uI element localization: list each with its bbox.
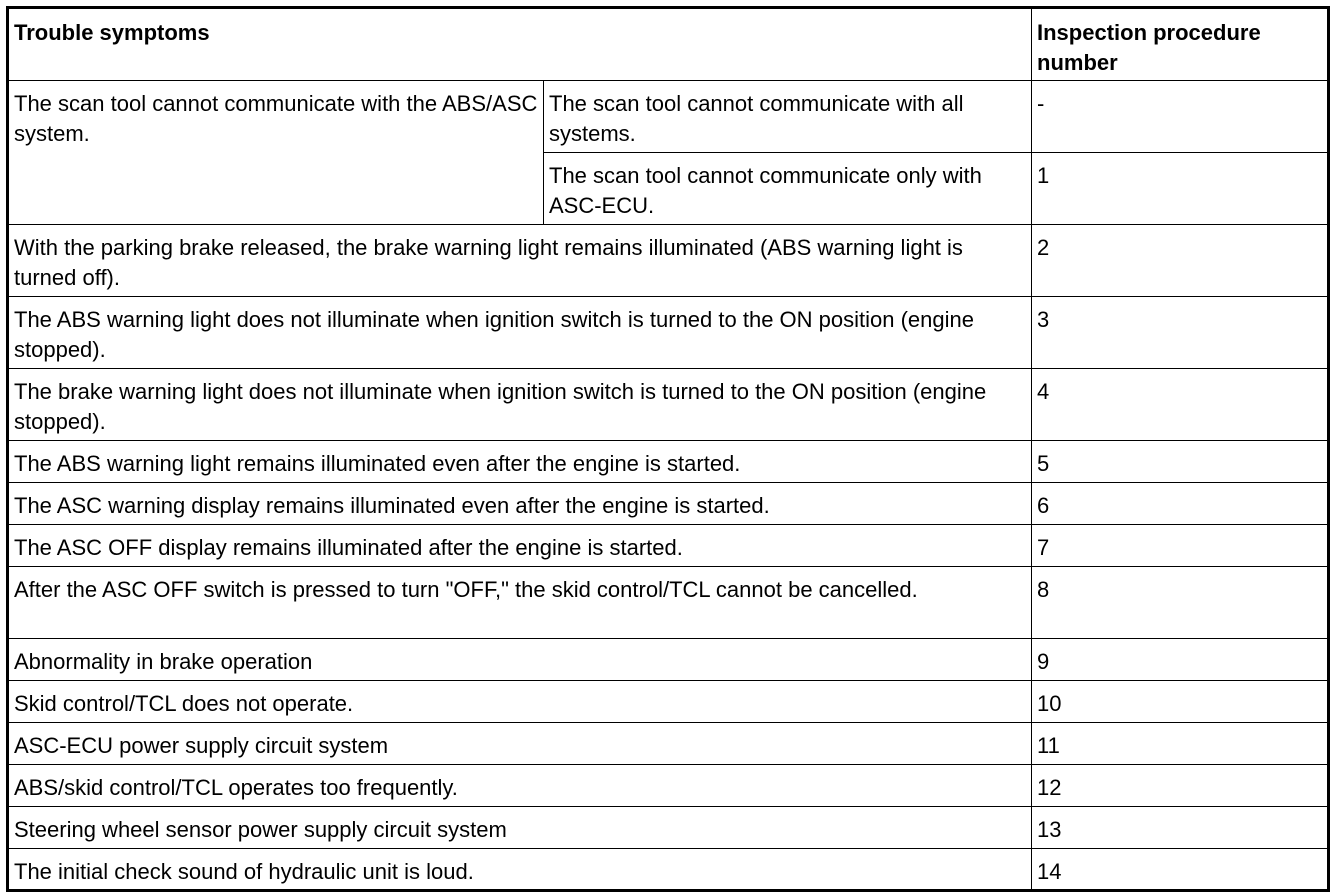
procedure-cell: 6 xyxy=(1031,482,1329,525)
procedure-cell: 10 xyxy=(1031,680,1329,723)
table-row: The brake warning light does not illumin… xyxy=(7,368,1329,441)
header-inspection-procedure-number: Inspection procedure number xyxy=(1031,7,1329,81)
trouble-symptoms-table: Trouble symptoms Inspection procedure nu… xyxy=(6,6,1330,892)
symptom-cell: The ABS warning light remains illuminate… xyxy=(7,440,1032,483)
procedure-cell: 7 xyxy=(1031,524,1329,567)
procedure-cell: 4 xyxy=(1031,368,1329,441)
procedure-cell: 2 xyxy=(1031,224,1329,297)
symptom-cell: With the parking brake released, the bra… xyxy=(7,224,1032,297)
symptom-cell: The brake warning light does not illumin… xyxy=(7,368,1032,441)
symptom-cell: The ABS warning light does not illuminat… xyxy=(7,296,1032,369)
procedure-cell: 1 xyxy=(1031,152,1329,225)
table-row: The ASC warning display remains illumina… xyxy=(7,482,1329,525)
symptom-cell: After the ASC OFF switch is pressed to t… xyxy=(7,566,1032,639)
procedure-cell: 13 xyxy=(1031,806,1329,849)
table-row: Abnormality in brake operation 9 xyxy=(7,638,1329,681)
procedure-cell: 11 xyxy=(1031,722,1329,765)
procedure-cell: 12 xyxy=(1031,764,1329,807)
symptom-cell: Skid control/TCL does not operate. xyxy=(7,680,1032,723)
table-row: With the parking brake released, the bra… xyxy=(7,224,1329,297)
procedure-cell: 14 xyxy=(1031,848,1329,891)
symptom-cell: The scan tool cannot communicate with al… xyxy=(543,80,1032,153)
table-row: The scan tool cannot communicate with th… xyxy=(7,80,1329,225)
header-row: Trouble symptoms Inspection procedure nu… xyxy=(7,7,1329,81)
table-row: ASC-ECU power supply circuit system 11 xyxy=(7,722,1329,765)
procedure-cell: 8 xyxy=(1031,566,1329,639)
procedure-cell: 9 xyxy=(1031,638,1329,681)
symptom-cell: The initial check sound of hydraulic uni… xyxy=(7,848,1032,891)
symptom-cell: The ASC OFF display remains illuminated … xyxy=(7,524,1032,567)
table-row: The initial check sound of hydraulic uni… xyxy=(7,848,1329,891)
header-trouble-symptoms: Trouble symptoms xyxy=(7,7,1032,81)
scan-tool-group-cell: The scan tool cannot communicate with th… xyxy=(7,80,544,225)
trouble-symptoms-sheet: Trouble symptoms Inspection procedure nu… xyxy=(6,6,1330,892)
table-row: After the ASC OFF switch is pressed to t… xyxy=(7,566,1329,639)
procedure-cell: - xyxy=(1031,80,1329,153)
procedure-cell: 3 xyxy=(1031,296,1329,369)
table-row: ABS/skid control/TCL operates too freque… xyxy=(7,764,1329,807)
table-row: The ABS warning light does not illuminat… xyxy=(7,296,1329,369)
procedure-cell: 5 xyxy=(1031,440,1329,483)
table-row: The ASC OFF display remains illuminated … xyxy=(7,524,1329,567)
symptom-cell: ABS/skid control/TCL operates too freque… xyxy=(7,764,1032,807)
symptom-cell: ASC-ECU power supply circuit system xyxy=(7,722,1032,765)
table-row: Steering wheel sensor power supply circu… xyxy=(7,806,1329,849)
symptom-cell: Steering wheel sensor power supply circu… xyxy=(7,806,1032,849)
symptom-cell: The scan tool cannot communicate only wi… xyxy=(543,152,1032,225)
symptom-cell: The ASC warning display remains illumina… xyxy=(7,482,1032,525)
table-row: Skid control/TCL does not operate. 10 xyxy=(7,680,1329,723)
symptom-cell: Abnormality in brake operation xyxy=(7,638,1032,681)
table-row: The ABS warning light remains illuminate… xyxy=(7,440,1329,483)
